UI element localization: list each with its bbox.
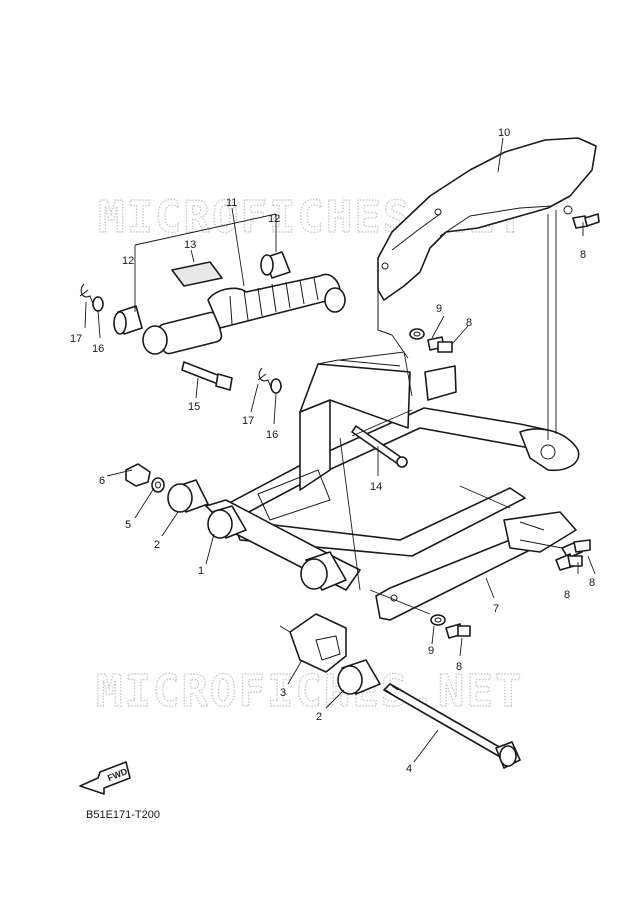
bushing-1 xyxy=(207,505,247,539)
label-13 xyxy=(171,261,223,287)
callout-bracket xyxy=(134,213,277,246)
callout-8-lower-a: 8 xyxy=(564,589,570,601)
callout-8-case: 8 xyxy=(466,317,472,329)
bushing-2-upper xyxy=(167,479,209,513)
swingarm xyxy=(205,359,580,591)
callout-16-right: 16 xyxy=(266,429,278,441)
rear-shock-absorber xyxy=(142,273,346,355)
callout-12-right: 12 xyxy=(268,213,280,225)
callout-1: 1 xyxy=(198,565,204,577)
washer-bolt-lower xyxy=(430,614,471,639)
chain-guide-7 xyxy=(375,511,577,621)
callout-11: 11 xyxy=(226,197,237,209)
callout-13: 13 xyxy=(184,239,196,251)
bushing-2-lower xyxy=(337,659,381,695)
callout-5: 5 xyxy=(125,519,131,531)
bolt-8-top-right xyxy=(572,213,600,229)
callout-8-lower-b: 8 xyxy=(589,577,595,589)
callout-6: 6 xyxy=(99,475,105,487)
pivot-shaft-14 xyxy=(351,425,408,468)
chain-case xyxy=(377,137,597,336)
callout-4: 4 xyxy=(406,763,412,775)
callout-15: 15 xyxy=(188,401,200,413)
callout-numbers: 10 11 12 12 13 8 9 8 17 16 15 17 16 14 6… xyxy=(70,127,595,775)
callout-8-top-right: 8 xyxy=(580,249,586,261)
bracket-3 xyxy=(279,613,347,673)
bolt-15 xyxy=(181,361,233,391)
callout-7: 7 xyxy=(493,603,499,615)
nut-6-washer-5 xyxy=(125,463,165,493)
washer-bolt-under-case xyxy=(409,328,453,353)
callout-12-left: 12 xyxy=(122,255,134,267)
callout-3: 3 xyxy=(280,687,286,699)
callout-2-upper: 2 xyxy=(154,539,160,551)
pivot-bolt-4 xyxy=(383,683,521,769)
callout-2-lower: 2 xyxy=(316,711,322,723)
callout-10: 10 xyxy=(498,127,510,139)
callout-17-right: 17 xyxy=(242,415,254,427)
callout-9-top: 9 xyxy=(436,303,442,315)
callout-8-lower-c: 8 xyxy=(456,661,462,673)
collars-12 xyxy=(113,251,291,335)
fwd-arrow-icon: FWD xyxy=(79,761,131,795)
watermark-bottom: MICROFICHES.NET xyxy=(96,666,523,717)
callout-16-left: 16 xyxy=(92,343,104,355)
callout-14: 14 xyxy=(370,481,382,493)
callout-17-left: 17 xyxy=(70,333,82,345)
callout-9-lower: 9 xyxy=(428,645,434,657)
pivot-bushing-lower xyxy=(300,551,347,591)
callout-leaders xyxy=(84,137,596,763)
diagram-code: B51E171-T200 xyxy=(86,809,160,821)
alignment-lines xyxy=(339,210,563,615)
bolts-8-right xyxy=(555,539,591,571)
